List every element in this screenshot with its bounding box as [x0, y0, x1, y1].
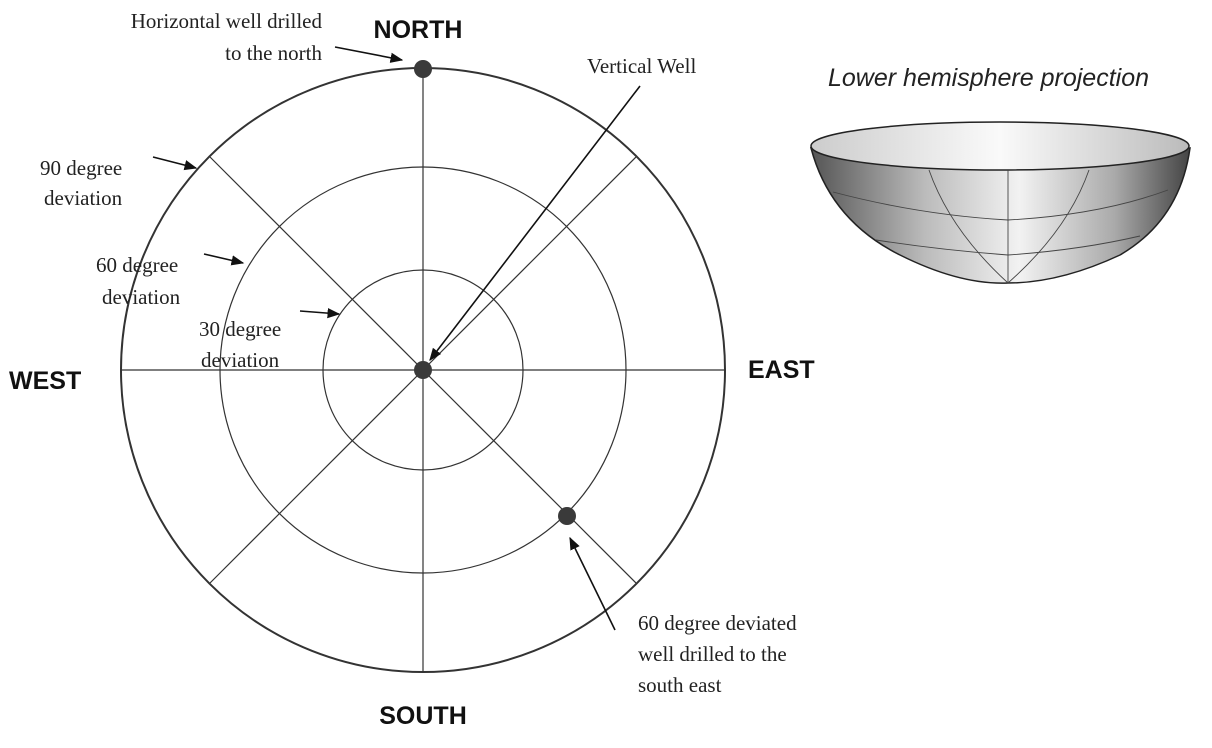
deg30-label-1: 30 degree [199, 317, 281, 341]
west-label: WEST [9, 367, 81, 395]
horizontal-well-label-2: to the north [225, 41, 322, 65]
deviated-well-arrow [569, 536, 616, 631]
north-label: NORTH [374, 16, 463, 44]
deg90-arrow [152, 156, 198, 171]
deg30-label-2: deviation [201, 348, 280, 372]
southeast-well-dot [558, 507, 576, 525]
deg30-arrow [299, 308, 341, 319]
hemisphere-bowl-illustration [809, 121, 1191, 284]
south-label: SOUTH [379, 702, 467, 730]
deviated-well-label-2: well drilled to the [638, 642, 787, 666]
deg60-label-1: 60 degree [96, 253, 178, 277]
deg90-label-1: 90 degree [40, 156, 122, 180]
vertical-well-arrow [429, 85, 641, 362]
vertical-well-label: Vertical Well [587, 54, 696, 78]
north-well-dot [414, 60, 432, 78]
deg60-label-2: deviation [102, 285, 181, 309]
deg60-arrow [203, 253, 245, 266]
deviated-well-label-1: 60 degree deviated [638, 611, 797, 635]
deviated-well-label-3: south east [638, 673, 722, 697]
east-label: EAST [748, 356, 815, 384]
deg90-label-2: deviation [44, 186, 123, 210]
horizontal-well-label-1: Horizontal well drilled [131, 9, 323, 33]
north-well-arrow [334, 46, 404, 63]
vertical-well-dot [414, 361, 432, 379]
projection-title: Lower hemisphere projection [828, 64, 1149, 92]
